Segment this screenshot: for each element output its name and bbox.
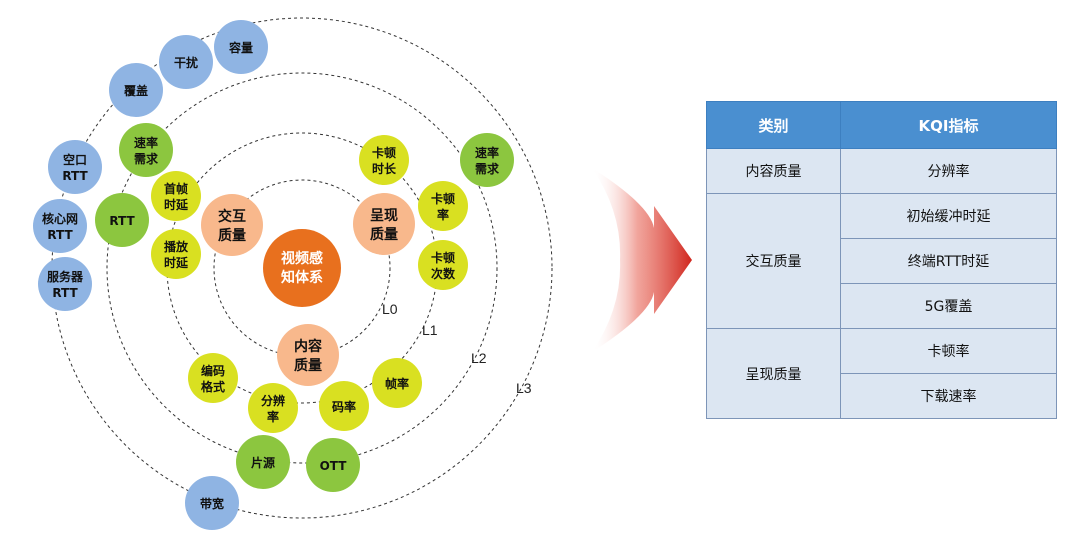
svg-text:时延: 时延 [164, 197, 189, 212]
svg-text:率: 率 [437, 207, 449, 222]
level-label-l0: L0 [382, 301, 398, 317]
l2-node: 速率 需求 [119, 123, 173, 177]
svg-text:帧率: 帧率 [385, 376, 409, 391]
table-row: 交互质量 初始缓冲时延 [706, 193, 1057, 329]
svg-text:带宽: 带宽 [200, 496, 224, 511]
l3-node: 服务器 RTT [38, 257, 92, 311]
ring-l3 [51, 17, 553, 519]
svg-text:格式: 格式 [201, 379, 225, 394]
l1-node: 卡顿 次数 [418, 240, 468, 290]
category-cell: 交互质量 [706, 193, 841, 329]
group-presentation-quality: 呈现 质量 [353, 193, 415, 255]
svg-text:质量: 质量 [294, 357, 322, 374]
table-row: 内容质量 分辨率 [706, 148, 1057, 194]
svg-text:分辨: 分辨 [261, 393, 285, 408]
l3-node: 干扰 [159, 35, 213, 89]
table-row: 呈现质量 卡顿率 [706, 328, 1057, 419]
l3-node: 带宽 [185, 476, 239, 530]
svg-text:核心网: 核心网 [42, 211, 78, 226]
svg-text:卡顿: 卡顿 [372, 145, 396, 160]
category-cell: 呈现质量 [706, 328, 841, 419]
right-arrow-icon [592, 168, 692, 352]
header-kqi: KQI指标 [840, 101, 1057, 149]
svg-text:片源: 片源 [251, 455, 275, 470]
l1-node: 编码 格式 [188, 353, 238, 403]
svg-text:编码: 编码 [200, 363, 225, 378]
svg-text:需求: 需求 [475, 161, 500, 176]
level-label-l1: L1 [422, 322, 438, 338]
svg-text:次数: 次数 [431, 266, 456, 281]
l3-node: 容量 [214, 20, 268, 74]
metric-cell: 下载速率 [840, 373, 1057, 419]
level-label-l3: L3 [516, 380, 532, 396]
l3-node: 核心网 RTT [33, 199, 87, 253]
metric-cell: 初始缓冲时延 [840, 193, 1057, 239]
l1-node: 播放 时延 [151, 229, 201, 279]
table-header-row: 类别 KQI指标 [706, 101, 1057, 149]
svg-text:播放: 播放 [164, 239, 189, 254]
l1-node: 卡顿 时长 [359, 135, 409, 185]
svg-text:卡顿: 卡顿 [431, 191, 455, 206]
l1-node: 卡顿 率 [418, 181, 468, 231]
svg-text:内容: 内容 [294, 338, 322, 355]
l2-node: OTT [306, 438, 360, 492]
svg-text:空口: 空口 [63, 152, 87, 167]
kqi-table: 类别 KQI指标 内容质量 分辨率 交互质量 初始缓冲时延 终端RTT时延 5G… [706, 101, 1057, 419]
svg-text:速率: 速率 [134, 135, 158, 150]
svg-text:时长: 时长 [372, 161, 397, 176]
svg-text:干扰: 干扰 [174, 55, 198, 70]
svg-text:时延: 时延 [164, 255, 189, 270]
ring-l2 [106, 72, 498, 464]
svg-text:容量: 容量 [228, 40, 253, 55]
svg-text:质量: 质量 [218, 227, 246, 244]
table-row: 终端RTT时延 [707, 238, 1057, 284]
svg-text:卡顿: 卡顿 [431, 250, 455, 265]
level-label-l2: L2 [471, 350, 487, 366]
svg-text:RTT: RTT [47, 228, 73, 242]
svg-text:速率: 速率 [475, 145, 499, 160]
metric-cell: 分辨率 [840, 148, 1057, 194]
l3-node: 覆盖 [109, 63, 163, 117]
svg-text:RTT: RTT [109, 214, 135, 228]
svg-text:RTT: RTT [52, 286, 78, 300]
l2-node: 片源 [236, 435, 290, 489]
svg-text:RTT: RTT [62, 169, 88, 183]
l1-node: 码率 [319, 381, 369, 431]
svg-text:OTT: OTT [320, 459, 348, 473]
svg-text:视频感: 视频感 [281, 250, 323, 267]
metric-cell: 卡顿率 [840, 328, 1057, 374]
l2-node: 速率 需求 [460, 133, 514, 187]
metric-cell: 终端RTT时延 [840, 238, 1057, 284]
l3-node: 空口 RTT [48, 140, 102, 194]
svg-text:质量: 质量 [370, 226, 398, 243]
group-interaction-quality: 交互 质量 [201, 194, 263, 256]
svg-text:呈现: 呈现 [370, 208, 398, 224]
category-cell: 内容质量 [706, 148, 841, 194]
l1-node: 帧率 [372, 358, 422, 408]
metric-cell: 5G覆盖 [840, 283, 1057, 329]
svg-text:需求: 需求 [134, 151, 159, 166]
header-category: 类别 [706, 101, 841, 149]
svg-text:服务器: 服务器 [47, 269, 84, 284]
table-row: 5G覆盖 [707, 283, 1057, 329]
svg-text:首帧: 首帧 [164, 181, 188, 196]
svg-text:率: 率 [267, 409, 279, 424]
l1-node: 分辨 率 [248, 383, 298, 433]
l2-node: RTT [95, 193, 149, 247]
center-node: 视频感 知体系 [263, 229, 341, 307]
svg-text:码率: 码率 [332, 399, 356, 414]
svg-text:知体系: 知体系 [281, 269, 323, 286]
svg-text:交互: 交互 [218, 208, 246, 225]
table-row: 下载速率 [707, 373, 1057, 419]
l1-node: 首帧 时延 [151, 171, 201, 221]
svg-text:覆盖: 覆盖 [123, 83, 148, 98]
group-content-quality: 内容 质量 [277, 324, 339, 386]
